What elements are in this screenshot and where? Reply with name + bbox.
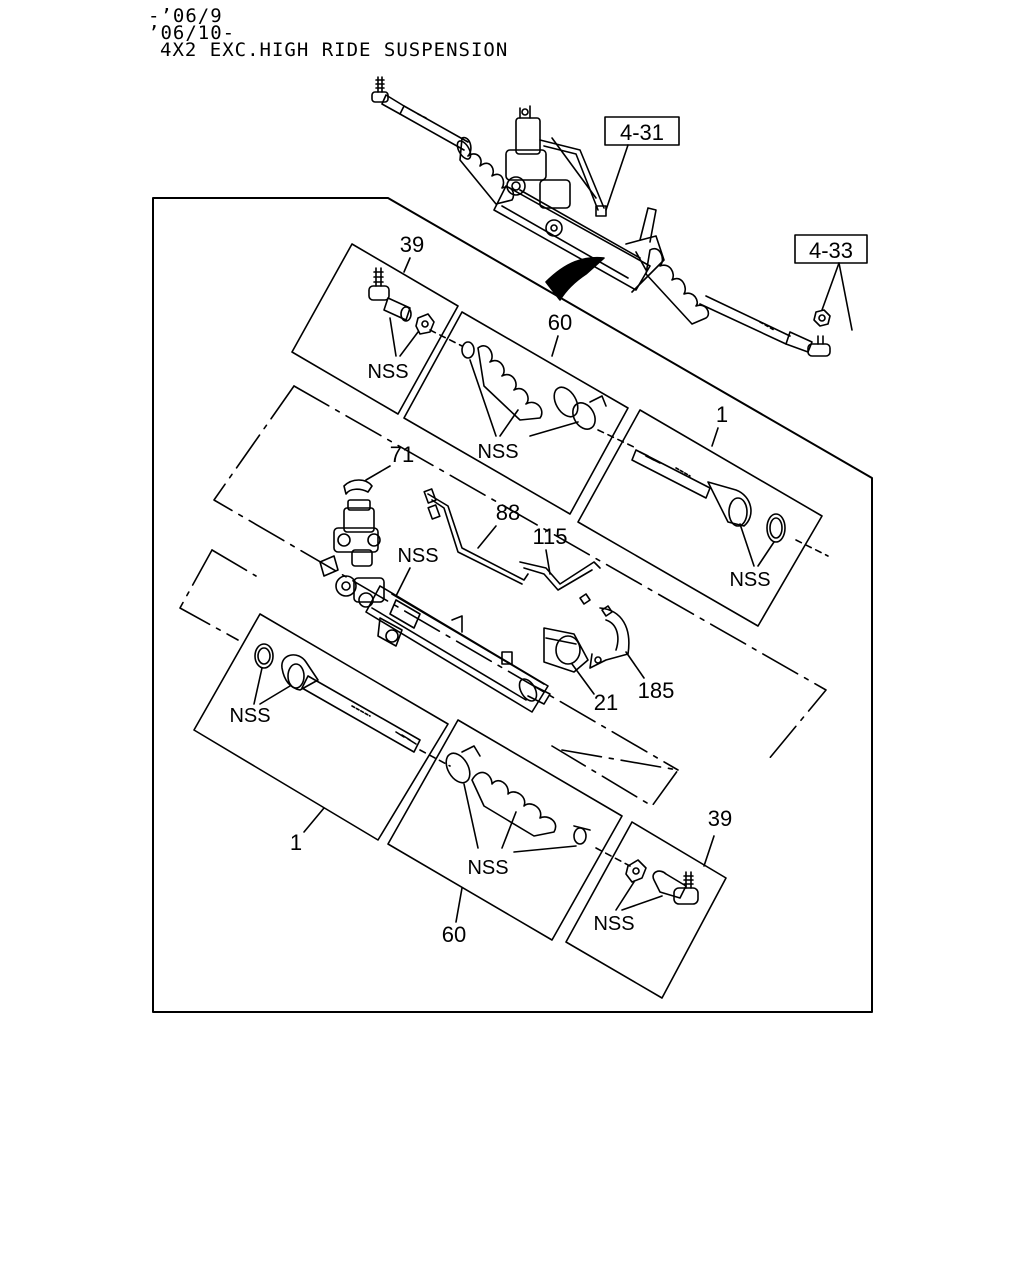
- callout-115: 115: [532, 524, 567, 549]
- group-pipe-88: [423, 488, 529, 585]
- callout-71: 71: [390, 442, 414, 467]
- group-pipe-115: [519, 561, 601, 605]
- group-tie-rod-end-bottom: [565, 821, 727, 999]
- reference-4-31[interactable]: 4-31: [604, 116, 680, 146]
- model-variant: 4X2 EXC.HIGH RIDE SUSPENSION: [160, 39, 509, 61]
- nss-inner-tie-rod-top: NSS: [729, 569, 770, 591]
- nss-inner-tie-rod-bottom: NSS: [229, 705, 270, 727]
- nss-tie-rod-end-bottom: NSS: [593, 913, 634, 935]
- assembled-steering-gear: [371, 76, 831, 357]
- callout-1-top: 1: [716, 402, 728, 427]
- callout-60-top: 60: [548, 310, 572, 335]
- nss-tie-rod-end-top: NSS: [367, 361, 408, 383]
- nss-gear-housing: NSS: [397, 545, 438, 567]
- group-boot-kit-top: [403, 311, 637, 515]
- callout-1-bottom: 1: [290, 830, 302, 855]
- date-range-to: -’06/9: [148, 5, 223, 27]
- group-inner-tie-rod-bottom: [193, 613, 449, 841]
- group-boot-kit-bottom: [387, 719, 631, 941]
- nss-boot-kit-bottom: NSS: [467, 857, 508, 879]
- group-tie-rod-end-top: [291, 243, 463, 415]
- callout-39-bottom: 39: [708, 806, 732, 831]
- callout-185: 185: [638, 678, 675, 703]
- callout-88: 88: [496, 500, 520, 525]
- exploded-view-frame: [152, 197, 873, 1013]
- group-inner-tie-rod-top: [577, 409, 829, 627]
- nss-boot-kit-top: NSS: [477, 441, 518, 463]
- reference-4-33-label: 4-33: [809, 238, 853, 263]
- date-range-from: ’06/10-: [148, 22, 236, 44]
- group-gear-housing: [213, 385, 827, 771]
- callout-21: 21: [594, 690, 618, 715]
- callout-60-bottom: 60: [442, 922, 466, 947]
- callout-39-top: 39: [400, 232, 424, 257]
- reference-4-31-label: 4-31: [620, 120, 664, 145]
- reference-4-33[interactable]: 4-33: [794, 234, 868, 264]
